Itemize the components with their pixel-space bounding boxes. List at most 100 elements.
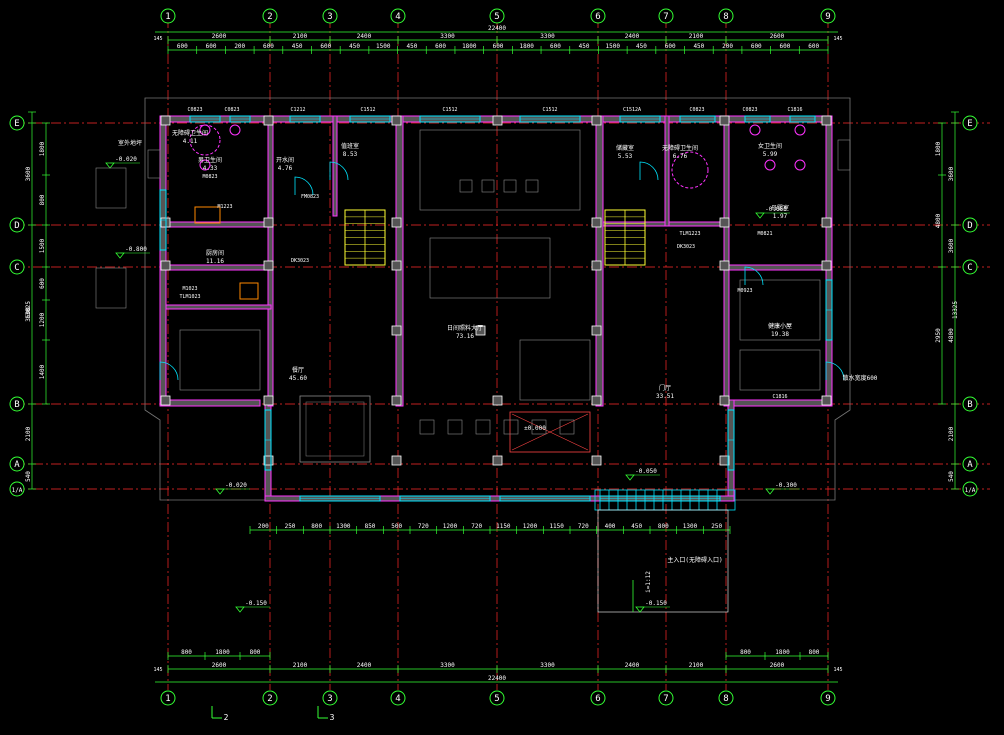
column bbox=[591, 115, 602, 126]
room-area: 4.33 bbox=[203, 165, 218, 172]
note-right: 散水宽度600 bbox=[843, 374, 878, 382]
outdoor-box bbox=[95, 167, 127, 209]
room-name: 厨房间 bbox=[206, 249, 224, 257]
axis-bubble bbox=[489, 8, 505, 24]
dim-building-text: 1150 bbox=[496, 523, 511, 530]
door-code: TLM1023 bbox=[179, 294, 200, 300]
column bbox=[263, 115, 274, 126]
turning-circle bbox=[189, 124, 221, 156]
axis-bubble-label: 6 bbox=[595, 694, 600, 704]
dim-detail-text: 1800 bbox=[519, 43, 534, 50]
dim-left-text: 540 bbox=[25, 471, 32, 482]
furniture-display-inner bbox=[305, 401, 365, 457]
room-name: 无障碍卫生间 bbox=[172, 129, 208, 137]
column bbox=[821, 395, 832, 406]
axis-bubble bbox=[489, 690, 505, 706]
column bbox=[719, 115, 730, 126]
axis-bubble-label: C bbox=[967, 263, 972, 273]
dim-right-total: 13325 bbox=[952, 301, 959, 319]
column bbox=[591, 395, 602, 406]
axis-bubble-label: 9 bbox=[825, 694, 830, 704]
room-area: 6.76 bbox=[673, 153, 688, 160]
axis-bubble bbox=[9, 115, 25, 131]
room-area: 73.16 bbox=[456, 333, 474, 340]
axis-bubble bbox=[160, 690, 176, 706]
axis-bubble bbox=[9, 396, 25, 412]
column bbox=[492, 395, 503, 406]
axis-bubble-label: 5 bbox=[494, 12, 499, 22]
column bbox=[821, 260, 832, 271]
wall bbox=[727, 399, 735, 501]
axis-bubble bbox=[160, 8, 176, 24]
room-name: 日间照料大厅 bbox=[447, 324, 483, 332]
canopy-level: ±0.000 bbox=[524, 425, 546, 432]
room-name: 女卫生间 bbox=[758, 142, 782, 150]
axis-bubble bbox=[962, 259, 978, 275]
axis-bubble-label: 3 bbox=[327, 694, 332, 704]
dim-span-text: 2400 bbox=[357, 662, 372, 669]
axis-bubble-label: B bbox=[14, 400, 19, 410]
wall bbox=[159, 264, 271, 271]
dim-edge-text: 145 bbox=[833, 36, 842, 42]
room-name: 男卫生间 bbox=[198, 156, 222, 164]
dim-building-text: 450 bbox=[631, 523, 642, 530]
health-desk bbox=[739, 349, 821, 391]
toilet-fixture bbox=[229, 124, 241, 136]
dim-detail-text: 450 bbox=[406, 43, 417, 50]
dim-building-text: 400 bbox=[605, 523, 616, 530]
room-area: 33.51 bbox=[656, 393, 674, 400]
axis-bubble-label: 9 bbox=[825, 12, 830, 22]
axis-bubble-label: 3 bbox=[327, 12, 332, 22]
dim-detail-text: 600 bbox=[435, 43, 446, 50]
dim-span-text: 3300 bbox=[440, 33, 455, 40]
fitness-equipment bbox=[525, 179, 539, 193]
dim-detail-text: 600 bbox=[206, 43, 217, 50]
axis-bubble bbox=[962, 396, 978, 412]
door-code: M0923 bbox=[737, 288, 752, 294]
door-code: M1023 bbox=[182, 286, 197, 292]
kitchen-counter bbox=[194, 206, 221, 224]
column bbox=[492, 455, 503, 466]
axis-bubble bbox=[390, 8, 406, 24]
dim-building-text: 800 bbox=[658, 523, 669, 530]
chair bbox=[475, 419, 491, 435]
window-code: C1816 bbox=[772, 394, 787, 400]
wall bbox=[159, 399, 261, 407]
column bbox=[263, 217, 274, 228]
door-swing bbox=[639, 161, 659, 181]
health-furniture bbox=[739, 279, 821, 341]
room-area: 19.38 bbox=[771, 331, 789, 338]
dim-span-text: 2400 bbox=[625, 33, 640, 40]
window-code: C0823 bbox=[187, 107, 202, 113]
dim-detail-text: 800 bbox=[250, 649, 261, 656]
wall bbox=[165, 304, 272, 310]
roof-outline bbox=[144, 97, 851, 501]
dim-detail-text: 1800 bbox=[462, 43, 477, 50]
axis-bubble bbox=[262, 690, 278, 706]
kitchen-stove bbox=[239, 282, 259, 300]
dim-left-small-text: 1800 bbox=[39, 141, 46, 156]
dim-detail-text: 600 bbox=[665, 43, 676, 50]
axis-bubble bbox=[9, 259, 25, 275]
dim-right-small-text: 2950 bbox=[935, 328, 942, 343]
axis-bubble bbox=[322, 690, 338, 706]
column bbox=[263, 455, 274, 466]
dim-span-text: 2600 bbox=[770, 33, 785, 40]
level-text: -0.150 bbox=[245, 600, 267, 607]
column bbox=[160, 260, 171, 271]
dim-span-text: 2100 bbox=[689, 33, 704, 40]
dim-span-text: 3300 bbox=[540, 662, 555, 669]
room-area: 5.53 bbox=[618, 153, 633, 160]
axis-bubble-label: 1 bbox=[165, 12, 170, 22]
level-text: -0.050 bbox=[765, 206, 787, 213]
dim-detail-text: 600 bbox=[550, 43, 561, 50]
axis-bubble-label: E bbox=[14, 119, 19, 129]
dim-right-text: 3600 bbox=[948, 166, 955, 181]
axis-bubble-label: 4 bbox=[395, 12, 400, 22]
column bbox=[719, 217, 730, 228]
reception bbox=[519, 339, 591, 401]
room-name: 值班室 bbox=[341, 142, 359, 150]
door-swing bbox=[744, 266, 764, 286]
wall bbox=[264, 399, 272, 501]
dim-building-text: 1200 bbox=[523, 523, 538, 530]
